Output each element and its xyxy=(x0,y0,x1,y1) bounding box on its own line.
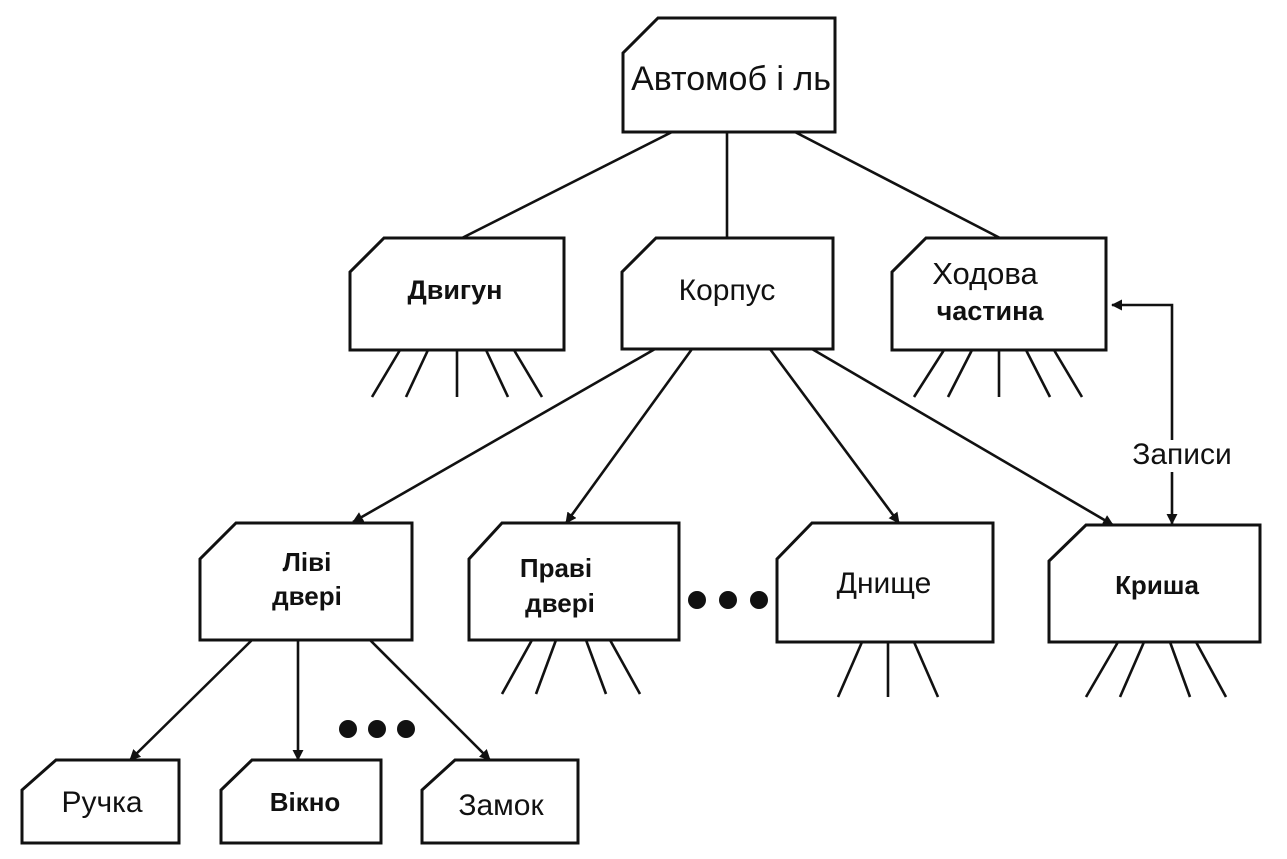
node-livi-label-2: двері xyxy=(272,581,342,611)
dnyshche-records-ticks xyxy=(836,641,940,698)
edge-korpus-pravi xyxy=(564,348,694,524)
node-livi-label-1: Ліві xyxy=(283,547,332,577)
krysha-records-ticks xyxy=(1084,641,1228,698)
node-ruchka-label: Ручка xyxy=(61,786,142,819)
node-zamok: Замок xyxy=(420,758,580,845)
node-avtomobil: Автомоб і ль xyxy=(621,16,837,134)
node-krysha: Криша xyxy=(1047,523,1262,644)
edge-avtomobil-khodova xyxy=(794,130,1001,240)
connectors xyxy=(129,130,1178,761)
node-pravi: Праві двері xyxy=(467,521,681,642)
edge-avtomobil-dvygun xyxy=(461,130,673,240)
node-vikno-label: Вікно xyxy=(270,787,341,817)
edge-livi-zamok xyxy=(369,639,491,761)
edge-livi-ruchka xyxy=(129,639,253,761)
node-dvygun: Двигун xyxy=(348,236,566,352)
node-korpus-label: Корпус xyxy=(679,274,776,307)
node-avtomobil-label: Автомоб і ль xyxy=(631,60,831,98)
node-vikno: Вікно xyxy=(219,758,383,845)
node-pravi-label-2: двері xyxy=(525,588,595,618)
pravi-records-ticks xyxy=(500,639,642,695)
node-khodova: Ходова частина xyxy=(890,236,1108,352)
node-dnyshche-label: Днище xyxy=(837,567,932,600)
ellipsis-dots-bottom xyxy=(339,720,415,738)
edge-korpus-krysha xyxy=(811,347,1114,527)
dvygun-records-ticks xyxy=(370,349,544,398)
node-korpus: Корпус xyxy=(620,236,835,351)
records-link xyxy=(1111,299,1174,440)
node-ruchka: Ручка xyxy=(20,758,181,845)
node-khodova-label-1: Ходова xyxy=(932,256,1038,291)
node-dnyshche: Днище xyxy=(775,521,995,644)
node-krysha-label: Криша xyxy=(1115,570,1199,600)
ellipsis-dots-middle xyxy=(688,591,768,609)
node-khodova-label-2: частина xyxy=(937,296,1045,326)
records-label: Записи xyxy=(1132,438,1232,471)
edge-korpus-dnyshche xyxy=(768,348,901,524)
khodova-records-ticks xyxy=(912,349,1084,398)
node-pravi-label-1: Праві xyxy=(520,553,592,583)
node-livi: Ліві двері xyxy=(198,521,414,642)
node-zamok-label: Замок xyxy=(458,789,544,822)
edge-korpus-livi xyxy=(352,347,656,524)
node-dvygun-label: Двигун xyxy=(407,275,502,305)
